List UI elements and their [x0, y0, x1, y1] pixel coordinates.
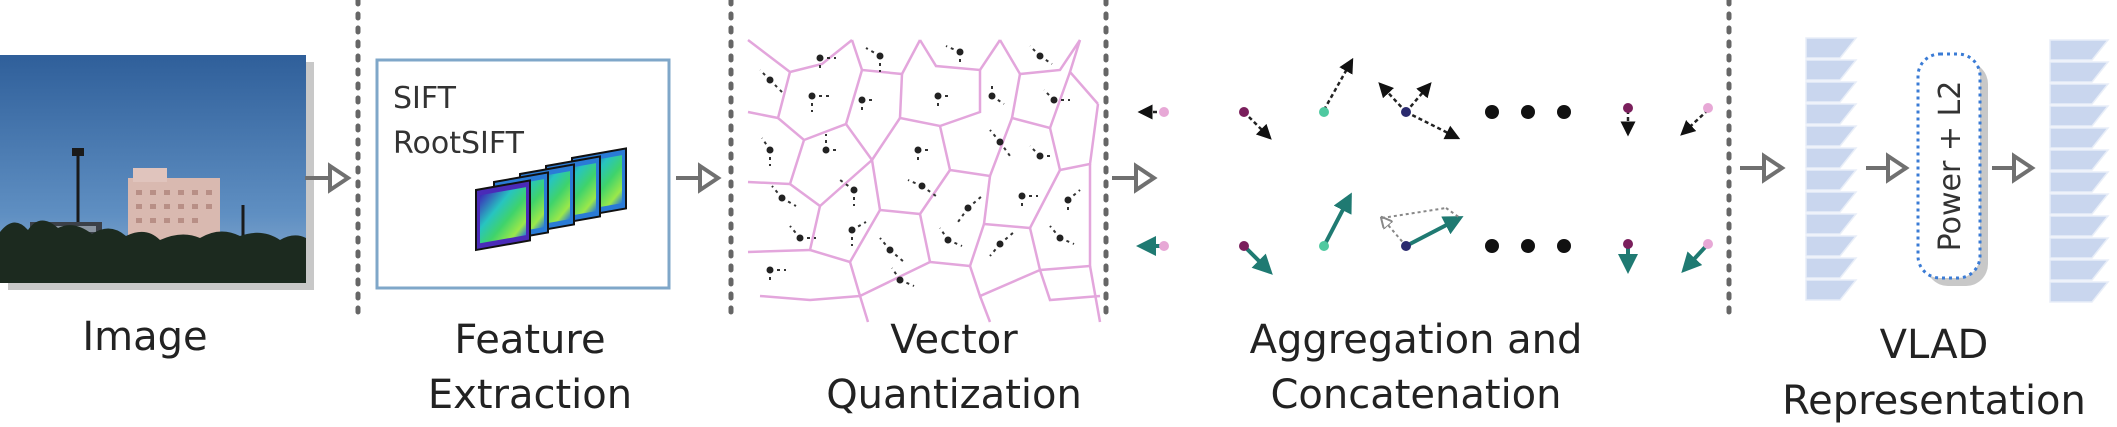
aggregated-vectors-bottom: [1140, 196, 1708, 272]
voronoi-diagram: [748, 40, 1100, 322]
stage-label-aggregation-2: Concatenation: [1270, 372, 1561, 418]
quantization-centroids: [767, 49, 1072, 284]
residual-vectors-top: [1140, 60, 1708, 138]
input-image: [0, 55, 314, 290]
arrow-features-to-quantization: [676, 166, 718, 190]
ellipsis-top: [1485, 105, 1571, 119]
stage-label-vlad-2: Representation: [1782, 378, 2086, 424]
arrow-aggregation-to-vlad: [1740, 156, 1782, 180]
stage-label-quantization-2: Quantization: [826, 372, 1082, 418]
stage-labels: Image Feature Extraction Vector Quantiza…: [82, 314, 2086, 424]
stage-label-feature-2: Extraction: [428, 372, 632, 418]
stage-label-vlad-1: VLAD: [1880, 322, 1989, 368]
stage-label-aggregation-1: Aggregation and: [1250, 317, 1583, 363]
vlad-vector-normalized: [2050, 40, 2108, 302]
feature-type-rootsift: RootSIFT: [393, 126, 525, 161]
voronoi-cell-borders: [748, 40, 1100, 322]
stage-label-image: Image: [82, 314, 207, 360]
feature-type-sift: SIFT: [393, 81, 457, 116]
aggregation-panel: [1140, 60, 1713, 272]
vlad-vector-unnormalized: [1806, 38, 1856, 300]
stage-label-feature-1: Feature: [454, 317, 605, 363]
arrow-quantization-to-aggregation: [1112, 166, 1154, 190]
stage-label-quantization-1: Vector: [890, 317, 1018, 363]
normalization-label: Power + L2: [1933, 81, 1968, 252]
normalization-box: Power + L2: [1918, 54, 1988, 286]
arrow-from-normalization: [1992, 156, 2032, 180]
ellipsis-bottom: [1485, 239, 1571, 253]
residual-points-top: [1159, 103, 1713, 117]
feature-extraction-panel: SIFT RootSIFT: [377, 60, 669, 288]
arrow-to-normalization: [1866, 156, 1906, 180]
